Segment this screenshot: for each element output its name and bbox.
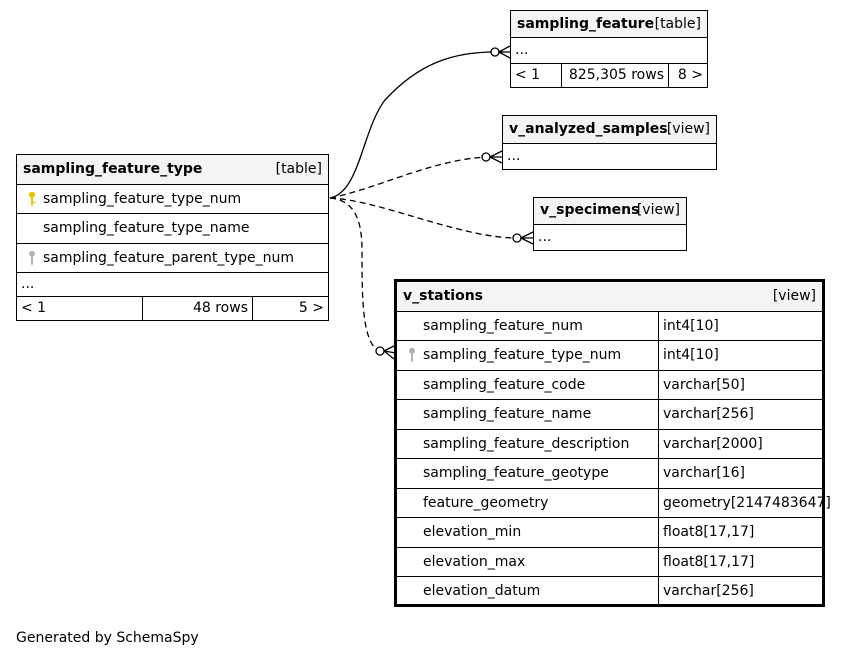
column-type: int4[10] — [663, 317, 719, 334]
ellipsis: ... — [21, 276, 35, 292]
column-name: sampling_feature_name — [397, 400, 659, 429]
column-name: sampling_feature_num — [397, 311, 659, 340]
ellipsis: ... — [507, 148, 521, 164]
entity-kind: [table] — [275, 161, 322, 177]
ellipsis-row: ... — [534, 225, 686, 250]
parents-count[interactable]: < 1 — [21, 300, 47, 316]
entity-header: v_analyzed_samples [view] — [503, 116, 716, 144]
column-row[interactable]: sampling_feature_type_name — [17, 214, 328, 244]
ellipsis-row: ... — [511, 38, 707, 64]
ellipsis-row: ... — [503, 144, 716, 169]
entity-sampling-feature[interactable]: sampling_feature [table] ... < 1 825,305… — [510, 10, 708, 88]
entity-header: v_specimens [view] — [534, 198, 686, 225]
entity-header: sampling_feature_type [table] — [17, 155, 328, 185]
ellipsis-row: ... — [17, 273, 328, 297]
column-name: sampling_feature_parent_type_num — [43, 249, 295, 266]
column-type: int4[10] — [663, 347, 719, 363]
column-row[interactable]: sampling_feature_num int4[10] — [397, 311, 822, 341]
column-type: varchar[256] — [663, 583, 754, 599]
column-name: sampling_feature_type_num — [43, 190, 242, 207]
column-row[interactable]: sampling_feature_parent_type_num — [17, 244, 328, 273]
ellipsis: ... — [538, 229, 552, 245]
children-count[interactable]: 8 > — [668, 64, 707, 87]
entity-footer: < 1 48 rows 5 > — [17, 297, 328, 321]
column-row[interactable]: elevation_max float8[17,17] — [397, 547, 822, 577]
column-row[interactable]: sampling_feature_geotype varchar[16] — [397, 459, 822, 489]
column-row[interactable]: sampling_feature_type_num int4[10] — [397, 341, 822, 371]
column-type: float8[17,17] — [663, 553, 755, 570]
foreign-key-icon — [409, 347, 415, 362]
generated-by-label: Generated by SchemaSpy — [16, 630, 199, 646]
row-count: 48 rows — [142, 297, 252, 321]
column-row[interactable]: elevation_min float8[17,17] — [397, 518, 822, 548]
column-name: sampling_feature_description — [397, 429, 659, 458]
column-row[interactable]: sampling_feature_code varchar[50] — [397, 370, 822, 400]
entity-kind: [table] — [654, 16, 701, 32]
edge-to-sampling-feature — [329, 51, 496, 199]
children-count[interactable]: 5 > — [252, 297, 328, 321]
foreign-key-icon — [29, 250, 35, 265]
column-type: float8[17,17] — [663, 524, 755, 540]
entity-kind: [view] — [666, 121, 710, 137]
column-type: geometry[2147483647] — [663, 494, 831, 511]
column-row[interactable]: sampling_feature_name varchar[256] — [397, 400, 822, 430]
entity-name: v_specimens — [540, 202, 640, 218]
column-type: varchar[256] — [663, 406, 754, 422]
entity-header: sampling_feature [table] — [511, 11, 707, 38]
entity-kind: [view] — [772, 288, 816, 304]
entity-footer: < 1 825,305 rows 8 > — [511, 64, 707, 87]
column-row[interactable]: sampling_feature_type_num — [17, 185, 328, 214]
entity-name: v_analyzed_samples — [509, 121, 668, 137]
column-name: elevation_min — [397, 518, 659, 547]
entity-v-stations[interactable]: v_stations [view] sampling_feature_num i… — [394, 279, 831, 607]
primary-key-icon — [28, 191, 36, 206]
crowfoot-markers — [375, 45, 534, 360]
column-name: sampling_feature_geotype — [397, 459, 659, 488]
entity-kind: [view] — [636, 202, 680, 218]
entity-name: sampling_feature_type — [23, 161, 203, 177]
column-row[interactable]: sampling_feature_description varchar[200… — [397, 429, 822, 459]
entity-v-specimens[interactable]: v_specimens [view] ... — [533, 197, 687, 251]
ellipsis: ... — [515, 42, 529, 58]
column-name: elevation_datum — [397, 577, 659, 607]
entity-sampling-feature-type[interactable]: sampling_feature_type [table] sampling_f… — [16, 154, 329, 321]
entity-header: v_stations [view] — [397, 282, 822, 312]
column-type: varchar[2000] — [663, 435, 763, 452]
column-name: sampling_feature_code — [397, 370, 659, 399]
row-count: 825,305 rows — [561, 64, 668, 87]
column-row[interactable]: feature_geometry geometry[2147483647] — [397, 488, 831, 518]
edge-to-v-analyzed-samples — [329, 156, 488, 199]
edge-to-v-stations — [329, 197, 382, 353]
column-name: sampling_feature_type_num — [397, 341, 659, 370]
parents-count[interactable]: < 1 — [515, 67, 541, 83]
column-row[interactable]: elevation_datum varchar[256] — [397, 577, 822, 607]
edge-to-v-specimens — [329, 197, 518, 239]
column-name: elevation_max — [397, 547, 659, 576]
column-name: sampling_feature_type_name — [43, 220, 250, 236]
column-type: varchar[16] — [663, 465, 745, 481]
column-name: feature_geometry — [397, 488, 659, 517]
entity-name: v_stations — [403, 288, 484, 304]
column-type: varchar[50] — [663, 376, 745, 393]
entity-name: sampling_feature — [517, 16, 655, 32]
entity-v-analyzed-samples[interactable]: v_analyzed_samples [view] ... — [502, 115, 717, 170]
